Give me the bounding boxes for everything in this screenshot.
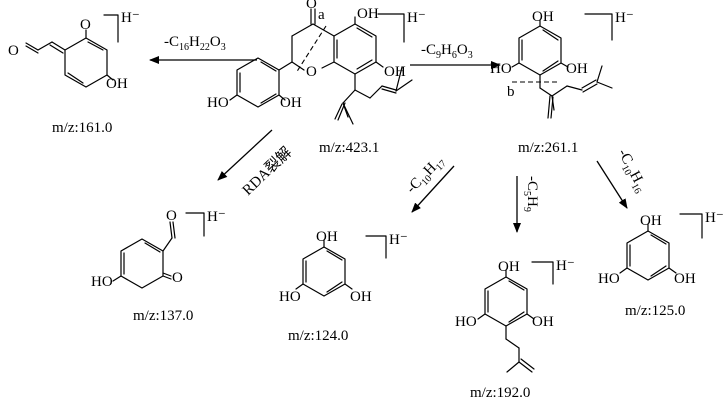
parent-structure: HO OH O O OH OH bbox=[207, 0, 426, 156]
parent-ring-b bbox=[333, 23, 377, 75]
cleavage-line-a bbox=[295, 25, 327, 74]
fragment-124: OH HO OH H⁻ m/z:124.0 bbox=[279, 229, 408, 344]
frag137-ring bbox=[120, 238, 164, 289]
frag137-mz-label: m/z:137.0 bbox=[133, 308, 193, 324]
fragment-192: OH HO OH H⁻ m/z:192.0 bbox=[455, 258, 575, 401]
loss-label-to-192: -C5H9 bbox=[521, 176, 540, 212]
parent-ring-a bbox=[236, 57, 280, 108]
parent-oh-right: OH bbox=[384, 64, 406, 80]
frag192-oh-top: OH bbox=[498, 259, 520, 275]
frag124-oh-top: OH bbox=[316, 229, 338, 245]
fragment-125: OH HO OH H⁻ m/z:125.0 bbox=[598, 210, 724, 319]
frag161-oh: OH bbox=[106, 76, 128, 92]
loss-label-to-261: -C9H6O3 bbox=[421, 42, 473, 61]
reaction-arrows bbox=[149, 56, 628, 233]
frag125-oh-top: OH bbox=[640, 213, 662, 229]
frag137-keto-o: O bbox=[172, 270, 183, 286]
parent-oh-top: OH bbox=[357, 6, 379, 22]
parent-ho-left: HO bbox=[207, 95, 229, 111]
frag261-ho-left: HO bbox=[490, 61, 512, 77]
loss-label-to-125: -C10H16 bbox=[612, 146, 650, 195]
frag161-aldehyde-o: O bbox=[8, 43, 19, 59]
frag125-mz-label: m/z:125.0 bbox=[625, 303, 685, 319]
parent-ring-o: O bbox=[306, 64, 317, 80]
loss-label-to-124: -C10H17 bbox=[403, 153, 449, 199]
frag261-oh-top: OH bbox=[532, 9, 554, 25]
frag192-charge: H⁻ bbox=[556, 258, 575, 274]
parent-carbonyl-o: O bbox=[306, 0, 317, 12]
loss-label-to-161: -C16H22O3 bbox=[164, 34, 226, 53]
arrow-to-124 bbox=[411, 165, 455, 213]
frag192-mz-label: m/z:192.0 bbox=[470, 385, 530, 401]
arrow-to-137 bbox=[217, 129, 273, 181]
fragment-161: O OH O H⁻ m/z:161.0 bbox=[8, 10, 140, 136]
parent-charge: H⁻ bbox=[407, 10, 426, 26]
frag192-oh-right: OH bbox=[532, 314, 554, 330]
frag125-ho: HO bbox=[598, 271, 620, 287]
frag124-charge: H⁻ bbox=[389, 232, 408, 248]
frag137-aldehyde-o: O bbox=[166, 208, 177, 224]
frag124-ho: HO bbox=[279, 289, 301, 305]
parent-oh-mid: OH bbox=[280, 95, 302, 111]
frag124-oh-right: OH bbox=[350, 289, 372, 305]
cleavage-label-b: b bbox=[507, 84, 515, 100]
cleavage-label-a: a bbox=[318, 7, 325, 23]
frag161-carbonyl-o: O bbox=[80, 17, 91, 33]
frag261-oh-right: OH bbox=[566, 61, 588, 77]
frag161-mz-label: m/z:161.0 bbox=[52, 120, 112, 136]
frag161-charge: H⁻ bbox=[121, 10, 140, 26]
fragment-261: OH HO OH b H⁻ m/z:261.1 bbox=[490, 9, 634, 156]
frag161-ring bbox=[64, 37, 108, 88]
frag125-oh-right: OH bbox=[674, 271, 696, 287]
parent-mz-label: m/z:423.1 bbox=[319, 140, 379, 156]
frag137-ho: HO bbox=[91, 274, 113, 290]
frag192-ring bbox=[484, 276, 528, 327]
frag192-ho: HO bbox=[455, 314, 477, 330]
frag124-mz-label: m/z:124.0 bbox=[288, 328, 348, 344]
frag137-charge: H⁻ bbox=[207, 209, 226, 225]
frag125-ring bbox=[626, 230, 670, 281]
frag261-charge: H⁻ bbox=[615, 10, 634, 26]
arrow-to-125 bbox=[596, 160, 628, 209]
fragment-137: O O HO H⁻ m/z:137.0 bbox=[91, 208, 226, 324]
frag261-mz-label: m/z:261.1 bbox=[518, 140, 578, 156]
frag124-ring bbox=[302, 246, 346, 297]
frag261-ring bbox=[518, 25, 562, 76]
frag125-charge: H⁻ bbox=[705, 210, 724, 226]
